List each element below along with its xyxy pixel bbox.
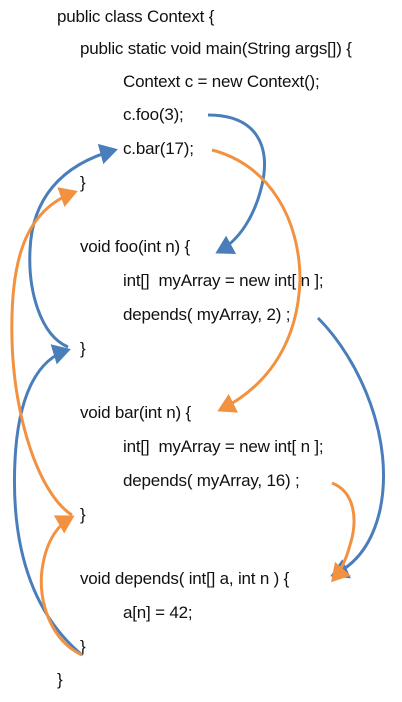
class-declaration: public class Context { [57,7,215,26]
foo-method-declaration: void foo(int n) { [80,237,190,256]
bar-method-declaration: void bar(int n) { [80,403,191,422]
arrow-foo-depends-to-depends [316,316,385,579]
depends-assignment: a[n] = 42; [123,603,193,622]
arrow-foo-call-to-foo [207,113,266,255]
arrow-bar-return-to-main [10,187,78,517]
main-method-declaration: public static void main(String args[]) { [80,39,352,58]
main-foo-call: c.foo(3); [123,105,184,124]
main-new-context: Context c = new Context(); [123,72,320,91]
bar-depends-call: depends( myArray, 16) ; [123,471,300,490]
bar-array-allocation: int[] myArray = new int[ n ]; [123,437,324,456]
depends-closing-brace: } [80,637,86,656]
depends-method-declaration: void depends( int[] a, int n ) { [80,569,290,588]
arrow-depends-return-to-foo [12,344,83,657]
main-closing-brace: } [80,173,86,192]
foo-depends-call: depends( myArray, 2) ; [123,305,291,324]
main-bar-call: c.bar(17); [123,139,194,158]
arrow-bar-depends-to-depends [331,481,356,583]
foo-array-allocation: int[] myArray = new int[ n ]; [123,271,324,290]
arrow-depends-return-to-bar [39,515,83,657]
class-closing-brace: } [57,670,63,689]
bar-closing-brace: } [80,505,86,524]
foo-closing-brace: } [80,339,86,358]
